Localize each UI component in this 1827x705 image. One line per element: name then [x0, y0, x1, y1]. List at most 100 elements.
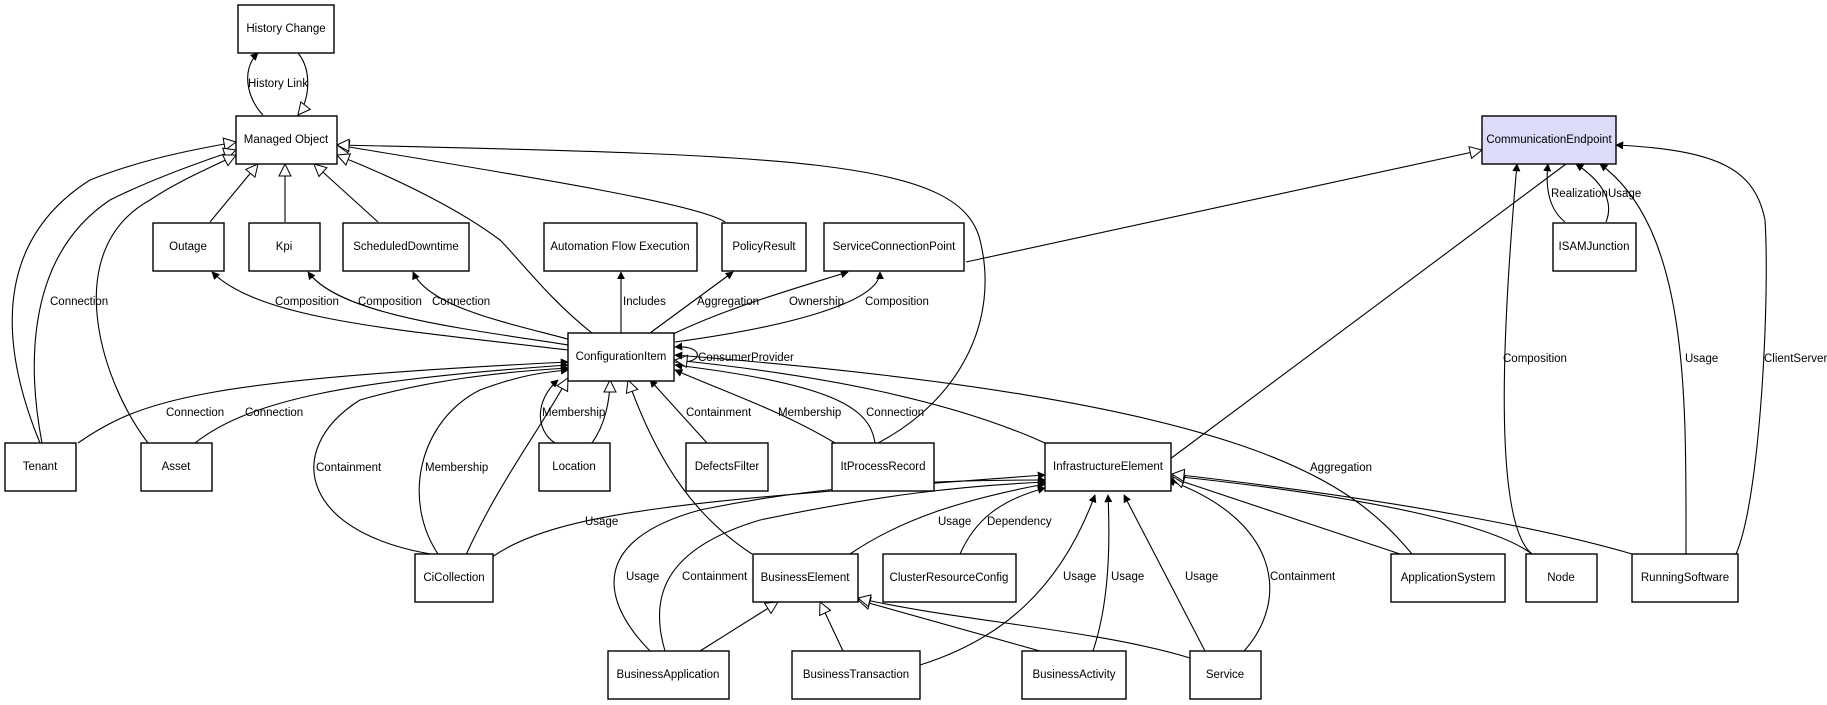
- label-business-element-usage: Usage: [938, 516, 971, 528]
- node-running-software[interactable]: RunningSoftware: [1631, 553, 1739, 603]
- edge-tenant-ci-connection: [77, 358, 569, 444]
- label-ci-kpi-composition: Composition: [358, 296, 422, 308]
- node-automation-flow-execution[interactable]: Automation Flow Execution: [543, 222, 698, 272]
- node-label: Location: [552, 461, 595, 473]
- node-label: InfrastructureElement: [1053, 461, 1164, 473]
- node-node[interactable]: Node: [1525, 553, 1598, 603]
- node-location[interactable]: Location: [538, 442, 611, 492]
- edge-policy-result-generalization: [337, 145, 726, 223]
- node-business-transaction[interactable]: BusinessTransaction: [791, 650, 921, 700]
- node-label: Managed Object: [244, 134, 329, 146]
- node-asset[interactable]: Asset: [140, 442, 213, 492]
- edge-node-composition: [1503, 163, 1533, 555]
- node-business-application[interactable]: BusinessApplication: [607, 650, 730, 700]
- edge-ci-kpi-composition: [307, 271, 576, 347]
- edge-node-generalization: [1172, 476, 1533, 555]
- node-managed-object[interactable]: Managed Object: [235, 115, 338, 165]
- edge-business-activity-usage: [1092, 494, 1113, 652]
- node-label: Automation Flow Execution: [550, 241, 689, 253]
- node-business-activity[interactable]: BusinessActivity: [1021, 650, 1127, 700]
- node-cluster-resource-config[interactable]: ClusterResourceConfig: [882, 553, 1017, 603]
- edge-location-membership: [539, 379, 559, 444]
- node-label: ConfigurationItem: [576, 351, 667, 363]
- node-label: ClusterResourceConfig: [890, 572, 1009, 584]
- label-location-membership: Membership: [542, 407, 605, 419]
- node-outage[interactable]: Outage: [152, 222, 225, 272]
- node-label: History Change: [246, 23, 325, 35]
- label-business-application-containment: Containment: [682, 571, 748, 583]
- label-node-composition: Composition: [1503, 353, 1567, 365]
- edge-outage-generalization: [209, 164, 258, 223]
- node-label: ServiceConnectionPoint: [833, 241, 957, 253]
- label-cicollection-membership: Membership: [425, 462, 488, 474]
- edge-it-process-record-connection-mo: [337, 145, 986, 444]
- node-label: BusinessTransaction: [803, 669, 909, 681]
- edge-service-connection-point-generalization: [965, 150, 1482, 263]
- node-application-system[interactable]: ApplicationSystem: [1390, 553, 1506, 603]
- label-ci-scheduled-downtime-connection: Connection: [432, 296, 490, 308]
- node-service[interactable]: Service: [1189, 650, 1262, 700]
- edge-tenant-connection-mo: [33, 150, 236, 444]
- label-ci-consumerprovider: ConsumerProvider: [698, 352, 794, 364]
- label-ci-ownership: Ownership: [789, 296, 844, 308]
- label-business-activity-usage: Usage: [1111, 571, 1144, 583]
- node-policy-result[interactable]: PolicyResult: [721, 222, 807, 272]
- node-configuration-item[interactable]: ConfigurationItem: [567, 332, 675, 382]
- node-label: Service: [1206, 669, 1244, 681]
- node-it-process-record[interactable]: ItProcessRecord: [831, 442, 935, 492]
- label-asset-ci-connection: Connection: [245, 407, 303, 419]
- node-label: ApplicationSystem: [1401, 572, 1496, 584]
- label-it-process-record-ci-connection: Connection: [866, 407, 924, 419]
- label-running-software-clientserver: ClientServer: [1764, 353, 1827, 365]
- label-tenant-ci-connection: Connection: [166, 407, 224, 419]
- node-history-change[interactable]: History Change: [237, 4, 335, 54]
- node-tenant[interactable]: Tenant: [4, 442, 77, 492]
- node-label: PolicyResult: [732, 241, 796, 253]
- edge-labels: History Link Connection Composition Comp…: [50, 78, 1827, 583]
- label-application-system-aggregation: Aggregation: [1310, 462, 1372, 474]
- edge-ci-composition-scp: [674, 271, 884, 343]
- node-label: ISAMJunction: [1559, 241, 1630, 253]
- node-infrastructure-element[interactable]: InfrastructureElement: [1044, 442, 1172, 492]
- node-label: Node: [1547, 572, 1575, 584]
- edge-cicollection-generalization: [464, 378, 568, 558]
- node-scheduled-downtime[interactable]: ScheduledDowntime: [342, 222, 470, 272]
- label-cluster-resource-config-dependency: Dependency: [987, 516, 1052, 528]
- edge-isam-usage: [1575, 163, 1610, 223]
- edge-business-application-generalization: [699, 602, 778, 652]
- node-label: BusinessActivity: [1032, 669, 1115, 681]
- node-kpi[interactable]: Kpi: [248, 222, 321, 272]
- edge-service-generalization: [858, 598, 1191, 659]
- edge-running-software-generalization: [1172, 474, 1633, 555]
- node-label: RunningSoftware: [1641, 572, 1729, 584]
- label-ci-outage-composition: Composition: [275, 296, 339, 308]
- node-label: Asset: [162, 461, 192, 473]
- node-label: CommunicationEndpoint: [1486, 134, 1612, 146]
- label-business-application-usage: Usage: [626, 571, 659, 583]
- label-cicollection-usage: Usage: [585, 516, 618, 528]
- node-ci-collection[interactable]: CiCollection: [414, 553, 494, 603]
- label-tenant-connection-mo: Connection: [50, 296, 108, 308]
- edge-configuration-item-generalization: [337, 155, 593, 334]
- label-history-link: History Link: [248, 78, 308, 90]
- node-communication-endpoint[interactable]: CommunicationEndpoint: [1481, 115, 1617, 165]
- label-defects-filter-containment: Containment: [686, 407, 752, 419]
- edges: [11, 52, 1767, 666]
- edge-service-usage: [1123, 494, 1206, 652]
- node-isam-junction[interactable]: ISAMJunction: [1552, 222, 1637, 272]
- node-service-connection-point[interactable]: ServiceConnectionPoint: [823, 222, 965, 272]
- label-it-process-record-membership: Membership: [778, 407, 841, 419]
- edge-defects-filter-containment: [649, 379, 708, 444]
- edge-service-containment: [1167, 478, 1271, 652]
- node-label: BusinessElement: [761, 572, 851, 584]
- edge-business-activity-generalization: [858, 600, 1041, 652]
- edge-it-process-record-membership: [674, 369, 836, 444]
- edge-it-process-record-ci-connection: [674, 361, 876, 444]
- node-business-element[interactable]: BusinessElement: [752, 553, 859, 603]
- label-ci-composition-scp: Composition: [865, 296, 929, 308]
- edge-asset-generalization: [95, 155, 236, 444]
- nodes: History Change Managed Object Communicat…: [4, 4, 1739, 700]
- edge-infrastructure-element-ci-generalization: [675, 360, 1046, 444]
- node-defects-filter[interactable]: DefectsFilter: [685, 442, 769, 492]
